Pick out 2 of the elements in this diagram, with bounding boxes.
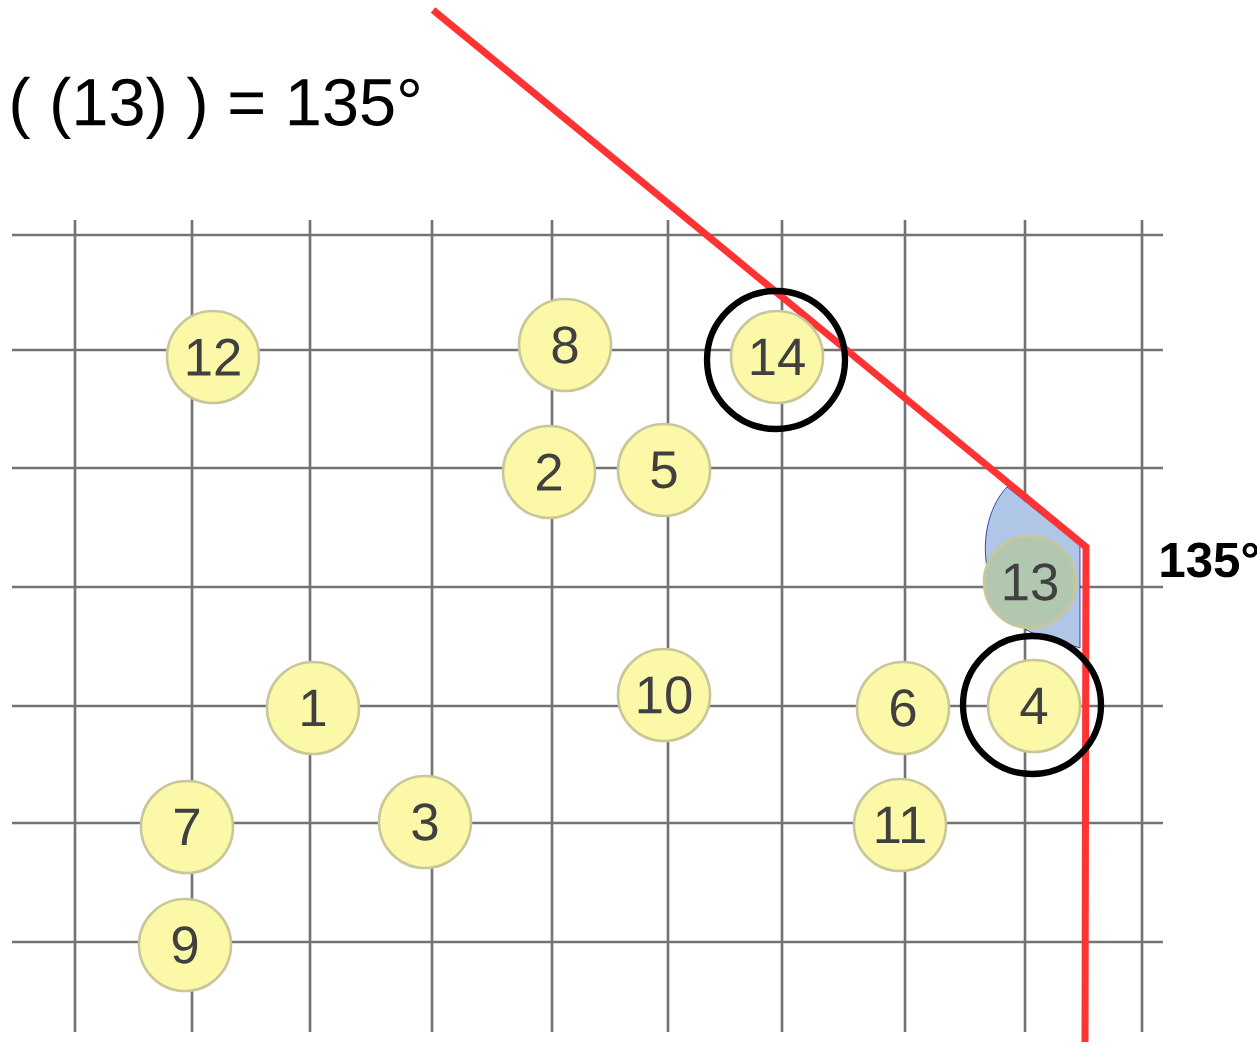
angle-label: 135° [1161, 542, 1257, 578]
angle-formula: ( (13) ) = 135° [12, 76, 419, 140]
